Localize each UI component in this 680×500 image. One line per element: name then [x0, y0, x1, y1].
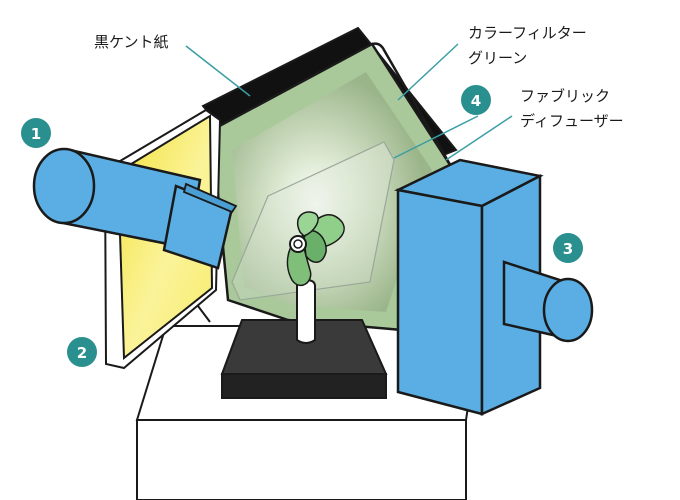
leader-color-filter — [398, 44, 458, 100]
badge-3: 3 — [553, 233, 583, 263]
badge-1-number: 1 — [31, 125, 41, 143]
label-color-filter-line1: カラーフィルター — [468, 22, 587, 44]
badge-4: 4 — [461, 85, 491, 115]
label-black-kent-paper: 黒ケント紙 — [94, 31, 169, 53]
badge-1: 1 — [21, 118, 51, 148]
badge-3-number: 3 — [563, 240, 573, 258]
leader-right-frame — [446, 116, 512, 160]
badge-2: 2 — [67, 337, 97, 367]
label-color-filter-line2: グリーン — [468, 47, 527, 69]
badge-4-number: 4 — [471, 92, 481, 110]
leader-black-kent-paper — [186, 46, 250, 96]
right-light-box — [398, 160, 592, 414]
label-fabric-diffuser-line1: ファブリック — [520, 85, 610, 107]
badge-2-number: 2 — [77, 344, 87, 362]
label-fabric-diffuser-line2: ディフューザー — [520, 110, 624, 132]
